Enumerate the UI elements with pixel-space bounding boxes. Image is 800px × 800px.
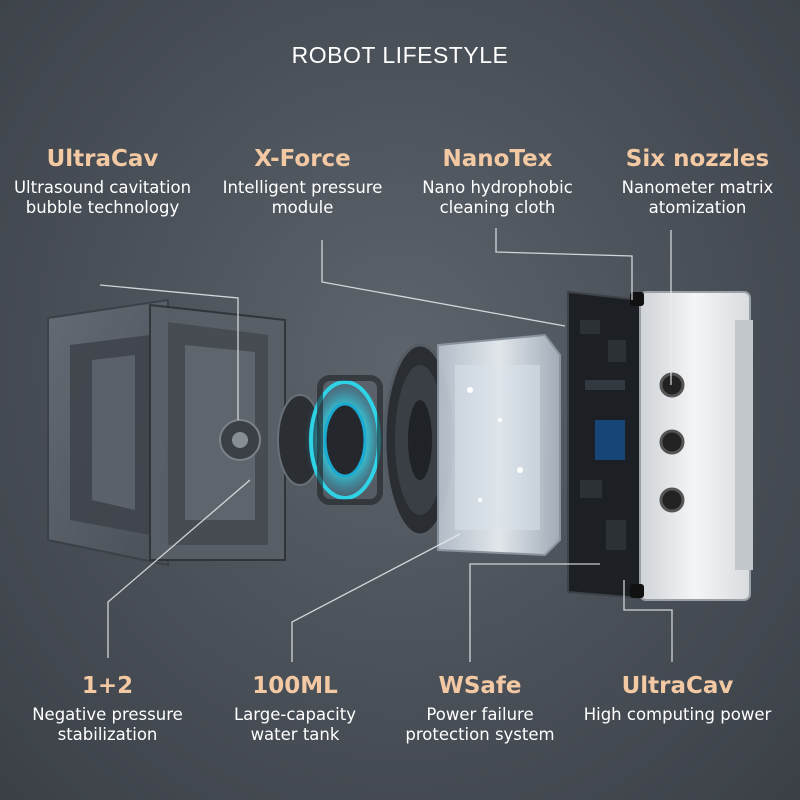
feature-description: Power failure protection system [390,705,570,745]
feature-name: 100ML [252,673,338,699]
feature-description-line: bubble technology [25,198,180,217]
feature-description-line: Power failure [426,705,534,724]
feature-wsafe: WSafe Power failure protection system [390,672,570,745]
page-title: ROBOT LIFESTYLE [291,42,509,68]
filter-frame-part [149,303,286,561]
feature-description: Intelligent pressure module [210,178,395,218]
feature-nanotex: NanoTex Nano hydrophobic cleaning cloth [405,145,590,218]
water-tank-part [437,333,561,557]
feature-description-line: cleaning cloth [439,198,556,217]
feature-name: 1+2 [81,673,134,699]
feature-description-line: Negative pressure [32,705,183,724]
feature-description-line: protection system [405,725,555,744]
leader-line-nanotex [495,228,633,300]
feature-six-nozzles: Six nozzles Nanometer matrix atomization [600,145,795,218]
feature-description-line: Nano hydrophobic [422,178,573,197]
feature-ultracav-top: UltraCav Ultrasound cavitation bubble te… [5,145,200,218]
feature-x-force: X-Force Intelligent pressure module [210,145,395,218]
feature-description: High computing power [575,705,780,725]
front-shell-part [630,291,753,601]
feature-description: Negative pressure stabilization [15,705,200,745]
feature-description: Nano hydrophobic cleaning cloth [405,178,590,218]
feature-100ml: 100ML Large-capacity water tank [205,672,385,745]
feature-ultracav-bottom: UltraCav High computing power [575,672,780,725]
feature-description: Large-capacity water tank [205,705,385,745]
leader-line-1-2 [107,479,251,658]
feature-name: X-Force [254,146,351,172]
feature-1-2: 1+2 Negative pressure stabilization [15,672,200,745]
feature-description: Ultrasound cavitation bubble technology [5,178,200,218]
leader-line-ultracav-bottom [623,580,673,662]
feature-description-line: Ultrasound cavitation [13,178,192,197]
circuit-board-part [567,290,641,600]
leader-lines [99,228,673,662]
feature-name: WSafe [438,673,522,699]
feature-description-line: High computing power [583,705,772,724]
feature-description-line: stabilization [57,725,158,744]
feature-description: Nanometer matrix atomization [600,178,795,218]
feature-name: Six nozzles [625,146,770,172]
feature-description-line: module [271,198,334,217]
feature-name: NanoTex [442,146,553,172]
leader-line-ultracav-top [99,284,239,420]
leader-line-wsafe [469,563,600,662]
feature-description-line: Intelligent pressure [222,178,383,197]
feature-name: UltraCav [46,146,159,172]
feature-description-line: atomization [648,198,747,217]
feature-description-line: Nanometer matrix [621,178,774,197]
outer-frame-part [47,298,169,567]
leader-line-x-force [321,240,566,327]
feature-name: UltraCav [621,673,734,699]
feature-description-line: water tank [250,725,340,744]
feature-description-line: Large-capacity [233,705,357,724]
leader-line-100ml [291,533,461,662]
motor-fan-part [277,375,385,505]
